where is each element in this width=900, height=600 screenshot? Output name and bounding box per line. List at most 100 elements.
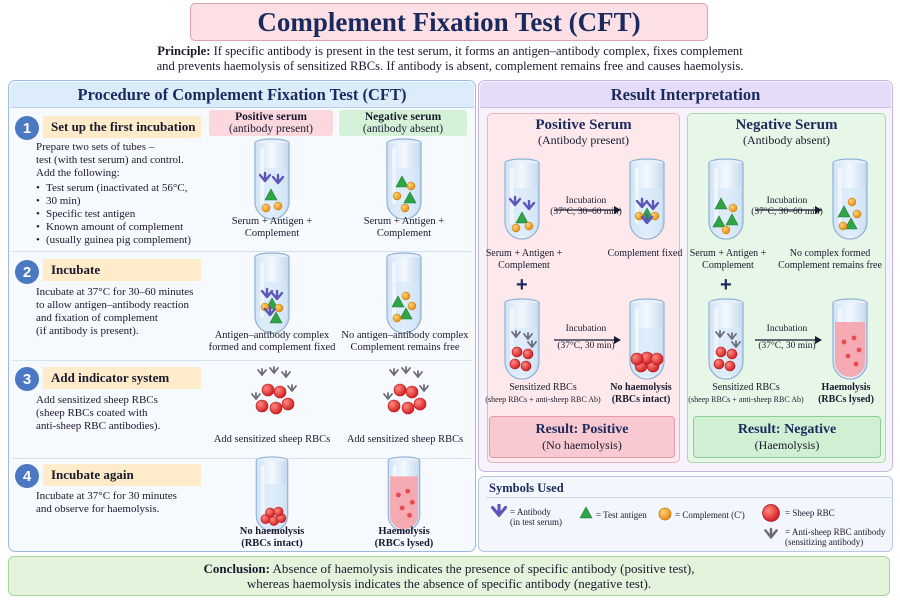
step1-positive-tube (254, 138, 290, 220)
caption-line: Haemolysis (821, 382, 871, 393)
symbols-panel (478, 476, 893, 552)
step-1-number: 1 (15, 116, 39, 140)
bullet-continuation-text: (usually guinea pig complement) (46, 234, 192, 246)
pos-incubation-2-detail: (37°C, 30 min) (557, 341, 615, 351)
antigen-icon (579, 506, 593, 519)
step2-negative-caption: No antigen–antibody complex Complement r… (338, 330, 472, 354)
step-2-line: to allow antigen–antibody reaction (36, 299, 190, 311)
step-2-number: 2 (15, 260, 39, 284)
step3-negative-rbcs (383, 366, 429, 415)
step-3-number: 3 (15, 367, 39, 391)
pos-arrow-2 (554, 336, 621, 344)
positive-serum-header: Positive serum (antibody present) (209, 110, 333, 136)
neg-right-caption-2: Haemolysis (RBCs lysed) (808, 382, 884, 406)
step3-positive-rbcs (251, 366, 297, 415)
pos-arrow-1 (554, 206, 621, 214)
bullet-continuation: (usually guinea pig complement) (36, 234, 208, 247)
page-title: Complement Fixation Test (CFT) (257, 6, 641, 37)
pos-right-caption-1: Complement fixed (607, 248, 683, 259)
step4-negative-caption: Haemolysis (RBCs lysed) (340, 526, 468, 550)
step1-negative-tube (386, 138, 422, 220)
bullet-item: Known amount of complement (36, 221, 208, 234)
caption-line: Serum + Antigen + (689, 248, 767, 259)
pos-right-caption-2: No haemolysis (RBCs intact) (604, 382, 678, 406)
step-2-description: Incubate at 37°C for 30–60 minutes to al… (36, 286, 208, 338)
negative-result-sub: (Haemolysis) (754, 437, 820, 452)
step-1-line: Prepare two sets of tubes – (36, 141, 155, 153)
caption-line: Complement (244, 228, 300, 239)
caption-line: Haemolysis (378, 526, 430, 537)
step2-positive-caption: Antigen–antibody complex formed and comp… (206, 330, 338, 354)
caption-line: (sheep RBCs + anti-sheep RBC Ab) (688, 395, 804, 404)
step-4-description: Incubate at 37°C for 30 minutes and obse… (36, 490, 208, 516)
caption-line: Sensitized RBCs (712, 382, 780, 393)
symbols-title: Symbols Used (489, 481, 564, 495)
conclusion-box: Conclusion: Absence of haemolysis indica… (8, 556, 890, 596)
caption-line: Complement (376, 228, 432, 239)
incubation-line: (37°C, 30–60 min) (751, 207, 823, 217)
bullet-continuation-text: 30 min) (46, 195, 81, 207)
step-1-bullets: Test serum (inactivated at 56°C, 30 min)… (36, 182, 208, 247)
step-2-line: (if antibody is present). (36, 325, 139, 337)
step4-negative-tube (387, 456, 421, 532)
negative-card-title: Negative Serum (735, 117, 838, 133)
step3-negative-caption: Add sensitized sheep RBCs (346, 434, 464, 445)
neg-incubation-2-detail: (37°C, 30 min) (758, 341, 816, 351)
legend-line: = Anti-sheep RBC antibody (785, 527, 886, 537)
bullet-item: Test serum (inactivated at 56°C, (36, 182, 208, 195)
caption-line: formed and complement fixed (208, 342, 336, 353)
negative-card-sub: (Antibody absent) (743, 133, 830, 147)
bullet-continuation: 30 min) (36, 195, 208, 208)
step3-positive-caption: Add sensitized sheep RBCs (213, 434, 331, 445)
step2-positive-tube (254, 252, 290, 334)
step-1-line: test (with test serum) and control. (36, 154, 184, 166)
caption-line: Serum + Antigen + (231, 216, 313, 227)
step-3-line: Add sensitized sheep RBCs (36, 394, 158, 406)
caption-line: (RBCs intact) (241, 538, 303, 549)
conclusion-label: Conclusion: (203, 561, 270, 576)
positive-serum-sub: (antibody present) (229, 123, 313, 135)
sheep-rbc-icon (762, 504, 780, 522)
legend-line: (sensitizing antibody) (785, 537, 864, 547)
legend-line: (in test serum) (510, 517, 562, 527)
caption-line: Antigen–antibody complex (214, 330, 330, 341)
step-divider (12, 360, 472, 361)
negative-result-box: Result: Negative (Haemolysis) (693, 416, 881, 458)
caption-line: Complement (702, 260, 754, 271)
neg-result-tube-3 (708, 298, 744, 380)
anti-sheep-antibody-icon (764, 527, 778, 539)
step2-negative-tube (386, 252, 422, 334)
incubation-line: Incubation (565, 196, 607, 206)
result-title: Result Interpretation (480, 82, 891, 108)
neg-incubation-1-label: Incubation (37°C, 30–60 min) (748, 196, 826, 218)
conclusion-line-1: Absence of haemolysis indicates the pres… (272, 561, 695, 576)
step-4-line: and observe for haemolysis. (36, 503, 160, 515)
neg-left-caption-2: Sensitized RBCs (sheep RBCs + anti-sheep… (686, 382, 806, 406)
caption-line: Sensitized RBCs (509, 382, 577, 393)
caption-line: Complement remains free (350, 342, 460, 353)
complement-legend: = Complement (C') (675, 510, 745, 520)
neg-plus-sign: + (720, 274, 732, 296)
step1-positive-caption: Serum + Antigen + Complement (210, 216, 334, 240)
negative-serum-sub: (antibody absent) (362, 123, 444, 135)
caption-line: (RBCs intact) (611, 394, 671, 405)
step1-negative-caption: Serum + Antigen + Complement (340, 216, 468, 240)
principle-line-1: If specific antibody is present in the t… (213, 44, 743, 58)
step-divider (12, 251, 472, 252)
pos-result-tube-4 (629, 298, 665, 380)
positive-card-title: Positive Serum (535, 117, 632, 133)
neg-arrow-2 (755, 336, 822, 344)
step-4-number: 4 (15, 464, 39, 488)
complement-icon (658, 507, 672, 521)
caption-line: Complement remains free (778, 260, 882, 271)
antigen-legend: = Test antigen (596, 510, 647, 520)
neg-result-tube-2 (832, 158, 868, 240)
step-3-line: anti-sheep RBC antibodies). (36, 420, 161, 432)
caption-line: (sheep RBCs + anti-sheep RBC Ab) (485, 395, 601, 404)
positive-result-title: Result: Positive (535, 421, 629, 437)
pos-incubation-2-label: Incubation (547, 324, 625, 335)
title-banner: Complement Fixation Test (CFT) (190, 3, 708, 41)
neg-right-caption-1: No complex formed Complement remains fre… (774, 248, 886, 272)
negative-serum-title: Negative serum (364, 111, 442, 123)
caption-line: No haemolysis (610, 382, 672, 393)
